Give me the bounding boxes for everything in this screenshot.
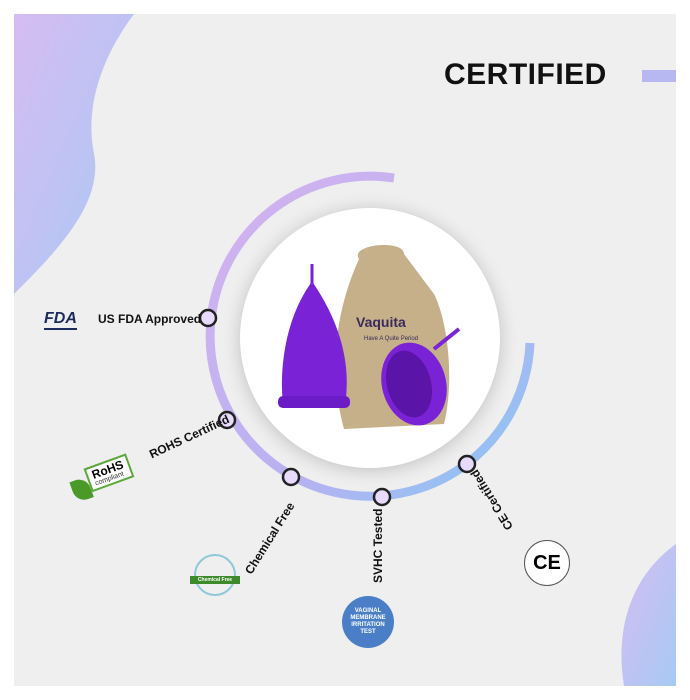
svhc-badge: VAGINAL MEMBRANE IRRITATION TEST <box>342 596 394 648</box>
fda-logo: FDA <box>44 310 77 330</box>
fda-label: US FDA Approved <box>98 312 202 326</box>
brand-logo: Vaquita <box>356 314 406 330</box>
chemical-free-badge: Chemical Free <box>190 554 240 596</box>
chemical-free-badge-text: Chemical Free <box>190 576 240 584</box>
infographic: CERTIFIED Vaquita Have A Quite Period FD… <box>14 14 676 686</box>
page-title: CERTIFIED <box>444 58 607 91</box>
svhc-label: SVHC Tested <box>371 508 385 583</box>
ce-badge: CE <box>524 540 570 586</box>
brand-tagline: Have A Quite Period <box>364 336 418 342</box>
product-image: Vaquita Have A Quite Period <box>278 244 461 429</box>
